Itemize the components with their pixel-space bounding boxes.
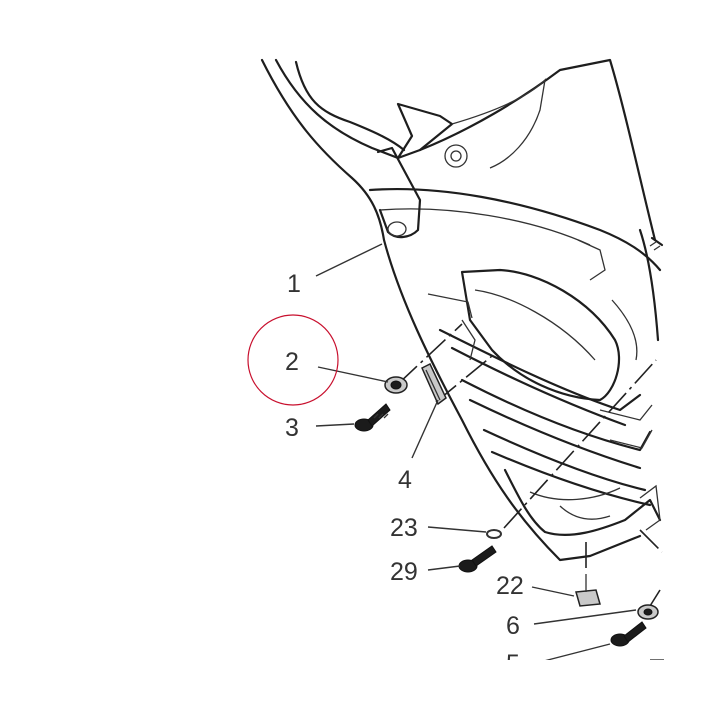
callout-6: 6 — [506, 612, 520, 640]
callout-4: 4 — [398, 466, 412, 494]
callout-22: 22 — [496, 572, 524, 600]
o-ring-part-23 — [486, 529, 502, 539]
grommet-part-6 — [637, 604, 659, 620]
callout-29: 29 — [390, 558, 418, 586]
callout-23: 23 — [390, 514, 418, 542]
grommet-part-2 — [384, 376, 408, 394]
callout-2: 2 — [285, 348, 299, 376]
right-crop — [664, 0, 720, 720]
bottom-crop — [0, 660, 720, 720]
screw-part-5 — [610, 621, 647, 647]
screw-part-29 — [458, 545, 497, 573]
screw-part-3 — [354, 403, 391, 432]
fairing-panel — [260, 58, 664, 562]
leader-lines — [315, 243, 664, 663]
callout-1: 1 — [287, 270, 301, 298]
assembly-centerlines — [397, 323, 663, 607]
clip-nut-part-22 — [575, 574, 601, 607]
highlight-circle — [247, 314, 339, 406]
callout-3: 3 — [285, 414, 299, 442]
seal-strip-part-4 — [421, 362, 447, 406]
